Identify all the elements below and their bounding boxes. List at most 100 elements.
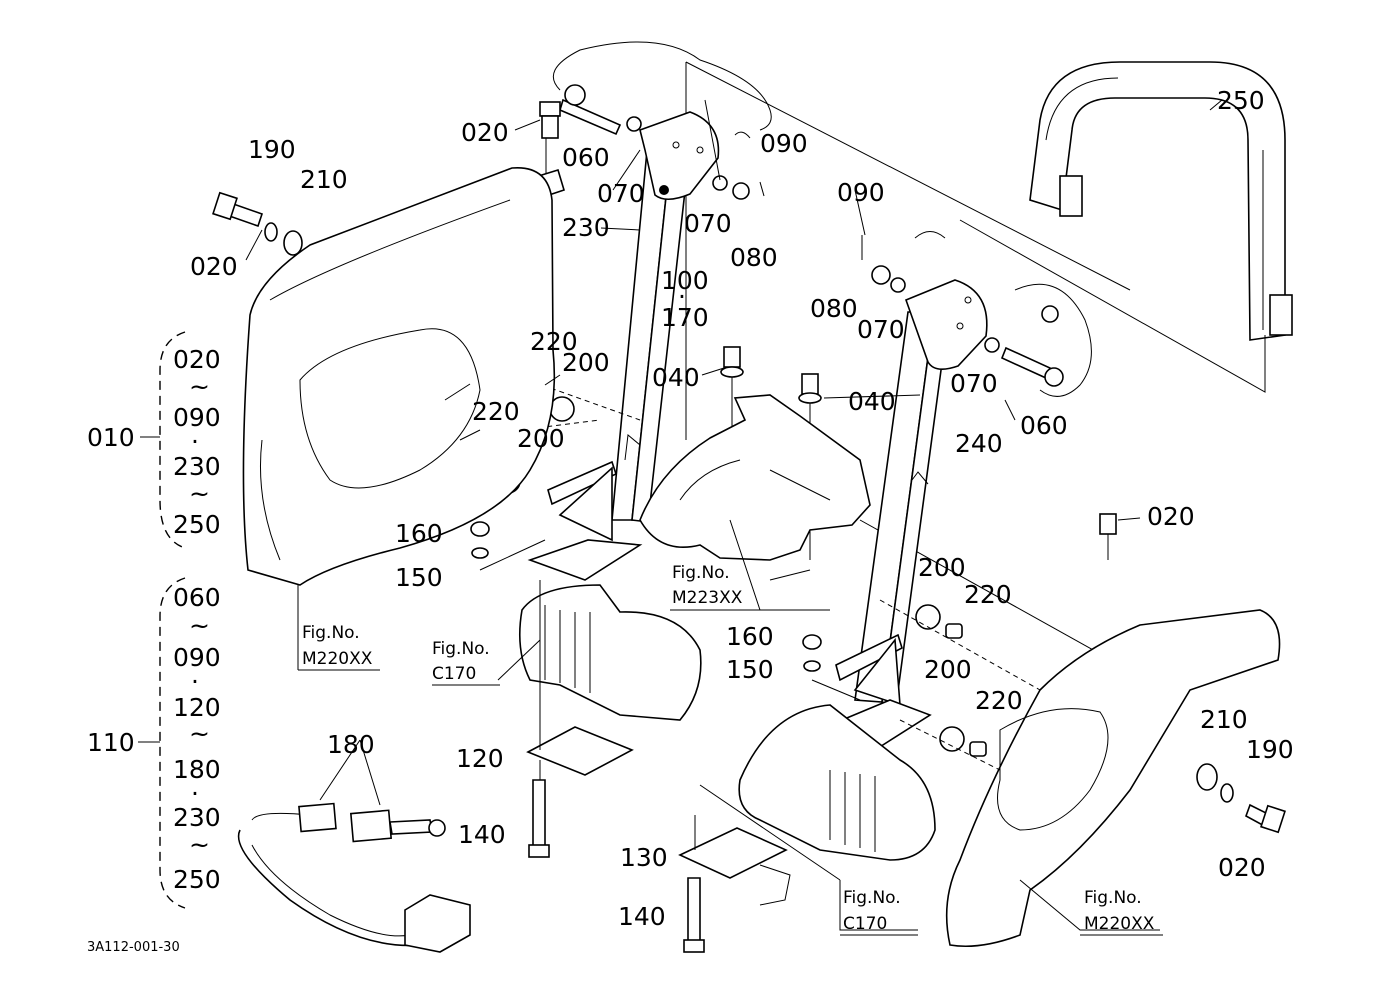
label-separator: · bbox=[678, 282, 686, 311]
group-item: ~ bbox=[189, 611, 210, 640]
bolts-040 bbox=[720, 346, 1117, 560]
label-070: 070 bbox=[597, 179, 645, 208]
group-item: · bbox=[191, 779, 199, 808]
label-170: 170 bbox=[661, 303, 709, 332]
label-210: 210 bbox=[1200, 705, 1248, 734]
label-230: 230 bbox=[562, 213, 610, 242]
label-200: 200 bbox=[517, 424, 565, 453]
fig-ref-number: M223XX bbox=[672, 588, 743, 608]
group-110: 110 060 ~ 090 · 120 ~ 180 · 230 ~ 250 bbox=[87, 583, 221, 894]
fig-ref-number: M220XX bbox=[302, 649, 373, 669]
left-fender bbox=[242, 167, 556, 671]
label-070: 070 bbox=[950, 369, 998, 398]
label-020: 020 bbox=[461, 118, 509, 147]
group-item: 250 bbox=[173, 510, 221, 539]
label-220: 220 bbox=[975, 686, 1023, 715]
label-020: 020 bbox=[1218, 853, 1266, 882]
label-100: 100 bbox=[661, 266, 709, 295]
drawing-code: 3A112-001-30 bbox=[87, 940, 180, 955]
label-200: 200 bbox=[918, 553, 966, 582]
group-ref-010: 010 bbox=[87, 423, 135, 452]
right-seat bbox=[699, 704, 936, 931]
right-pins bbox=[861, 231, 1092, 397]
part-labels: 250 020 060 070 070 080 090 230 100 · 17… bbox=[190, 86, 1294, 931]
fig-ref-boxes bbox=[298, 609, 1163, 936]
label-090: 090 bbox=[760, 129, 808, 158]
group-item: · bbox=[191, 427, 199, 456]
label-250: 250 bbox=[1217, 86, 1265, 115]
group-item: 120 bbox=[173, 693, 221, 722]
left-bolt-group bbox=[212, 191, 303, 256]
label-160: 160 bbox=[395, 519, 443, 548]
bolts-140 bbox=[528, 779, 705, 953]
group-item: ~ bbox=[189, 719, 210, 748]
right-bolt-group bbox=[1196, 763, 1286, 834]
fig-ref-right-seat: Fig.No. C170 bbox=[843, 888, 901, 934]
fig-ref-center-cover: Fig.No. M223XX bbox=[672, 563, 743, 608]
group-item: ~ bbox=[189, 830, 210, 859]
nuts bbox=[470, 521, 861, 701]
right-post bbox=[828, 279, 988, 751]
fig-ref-number: C170 bbox=[432, 664, 476, 684]
group-item: 230 bbox=[173, 803, 221, 832]
fig-ref-left-fender: Fig.No. M220XX bbox=[302, 623, 373, 669]
label-210: 210 bbox=[300, 165, 348, 194]
center-cover bbox=[639, 394, 871, 611]
fig-ref-title: Fig.No. bbox=[302, 623, 360, 643]
fig-ref-title: Fig.No. bbox=[843, 888, 901, 908]
label-200: 200 bbox=[924, 655, 972, 684]
plates bbox=[526, 580, 791, 906]
label-070: 070 bbox=[857, 315, 905, 344]
label-060: 060 bbox=[562, 143, 610, 172]
label-080: 080 bbox=[810, 294, 858, 323]
left-seat bbox=[497, 584, 702, 721]
label-220: 220 bbox=[530, 327, 578, 356]
label-020: 020 bbox=[1147, 502, 1195, 531]
fig-ref-title: Fig.No. bbox=[672, 563, 730, 583]
label-220: 220 bbox=[472, 397, 520, 426]
seat-belt bbox=[237, 739, 471, 953]
fig-ref-title: Fig.No. bbox=[1084, 888, 1142, 908]
label-180: 180 bbox=[327, 730, 375, 759]
label-150: 150 bbox=[726, 655, 774, 684]
group-item: 180 bbox=[173, 755, 221, 784]
group-item: 090 bbox=[173, 403, 221, 432]
group-ref-110: 110 bbox=[87, 728, 135, 757]
label-060: 060 bbox=[1020, 411, 1068, 440]
group-item: · bbox=[191, 667, 199, 696]
fig-ref-right-fender: Fig.No. M220XX bbox=[1084, 888, 1155, 934]
left-post bbox=[527, 111, 720, 581]
fig-ref-number: M220XX bbox=[1084, 914, 1155, 934]
label-130: 130 bbox=[620, 843, 668, 872]
label-240: 240 bbox=[955, 429, 1003, 458]
group-item: 020 bbox=[173, 345, 221, 374]
group-brackets bbox=[159, 331, 186, 909]
label-120: 120 bbox=[456, 744, 504, 773]
label-160: 160 bbox=[726, 622, 774, 651]
label-020: 020 bbox=[190, 252, 238, 281]
label-140: 140 bbox=[458, 820, 506, 849]
group-item: 230 bbox=[173, 452, 221, 481]
label-090: 090 bbox=[837, 178, 885, 207]
leader-lines bbox=[138, 99, 1223, 743]
group-item: 250 bbox=[173, 865, 221, 894]
group-item: 060 bbox=[173, 583, 221, 612]
drawing-lines bbox=[138, 41, 1293, 953]
label-040: 040 bbox=[848, 387, 896, 416]
label-220: 220 bbox=[964, 580, 1012, 609]
label-200: 200 bbox=[562, 348, 610, 377]
rops-top-frame bbox=[1029, 61, 1293, 341]
label-070: 070 bbox=[684, 209, 732, 238]
label-150: 150 bbox=[395, 563, 443, 592]
group-item: ~ bbox=[189, 479, 210, 508]
fig-ref-title: Fig.No. bbox=[432, 639, 490, 659]
group-item: 090 bbox=[173, 643, 221, 672]
fig-ref-number: C170 bbox=[843, 914, 887, 934]
label-040: 040 bbox=[652, 363, 700, 392]
label-140: 140 bbox=[618, 902, 666, 931]
right-fender bbox=[945, 609, 1281, 948]
label-080: 080 bbox=[730, 243, 778, 272]
group-010: 010 020 ~ 090 · 230 ~ 250 bbox=[87, 345, 221, 539]
label-190: 190 bbox=[1246, 735, 1294, 764]
